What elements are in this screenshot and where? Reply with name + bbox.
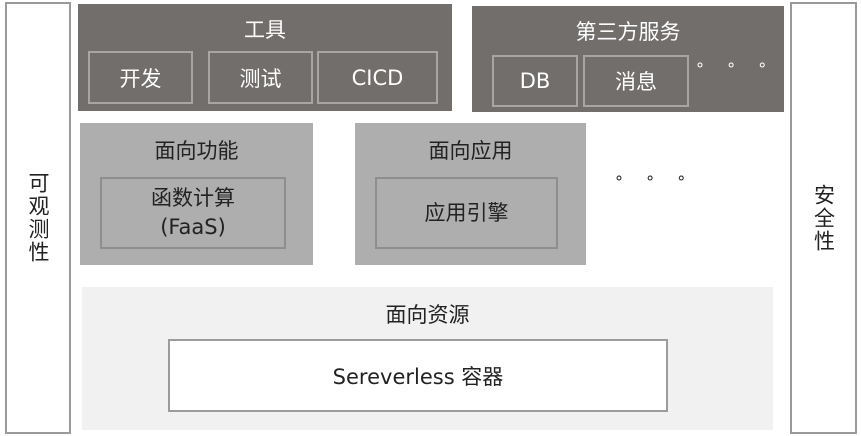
third-party-more: ∘ ∘ ∘ [695, 55, 776, 74]
tool-cicd: CICD [317, 51, 438, 104]
faas-box: 函数计算 (FaaS) [100, 177, 286, 249]
tools-title: 工具 [244, 18, 286, 42]
observability-bar: 可观测性 [5, 2, 71, 434]
tool-dev: 开发 [88, 51, 193, 104]
security-label: 安全性 [811, 183, 836, 253]
security-bar: 安全性 [790, 2, 857, 434]
function-oriented-panel: 面向功能 函数计算 (FaaS) [80, 123, 313, 265]
tool-test: 测试 [208, 51, 313, 104]
middle-more: ∘ ∘ ∘ [614, 168, 695, 187]
faas-label-line2: (FaaS) [160, 215, 226, 239]
tools-panel: 工具 开发 测试 CICD [78, 4, 452, 111]
app-oriented-panel: 面向应用 应用引擎 [355, 123, 586, 265]
resource-oriented-title: 面向资源 [385, 303, 470, 327]
third-party-panel: 第三方服务 DB 消息 ∘ ∘ ∘ [472, 6, 784, 112]
faas-label-line1: 函数计算 [151, 186, 235, 210]
service-message: 消息 [583, 55, 689, 107]
observability-label: 可观测性 [26, 172, 50, 264]
service-db: DB [492, 55, 578, 107]
app-engine-box: 应用引擎 [375, 177, 558, 249]
third-party-title: 第三方服务 [575, 20, 681, 44]
function-oriented-title: 面向功能 [154, 139, 239, 163]
app-oriented-title: 面向应用 [428, 139, 513, 163]
serverless-container-box: Sereverless 容器 [168, 339, 668, 412]
resource-oriented-panel: 面向资源 Sereverless 容器 [82, 287, 773, 430]
